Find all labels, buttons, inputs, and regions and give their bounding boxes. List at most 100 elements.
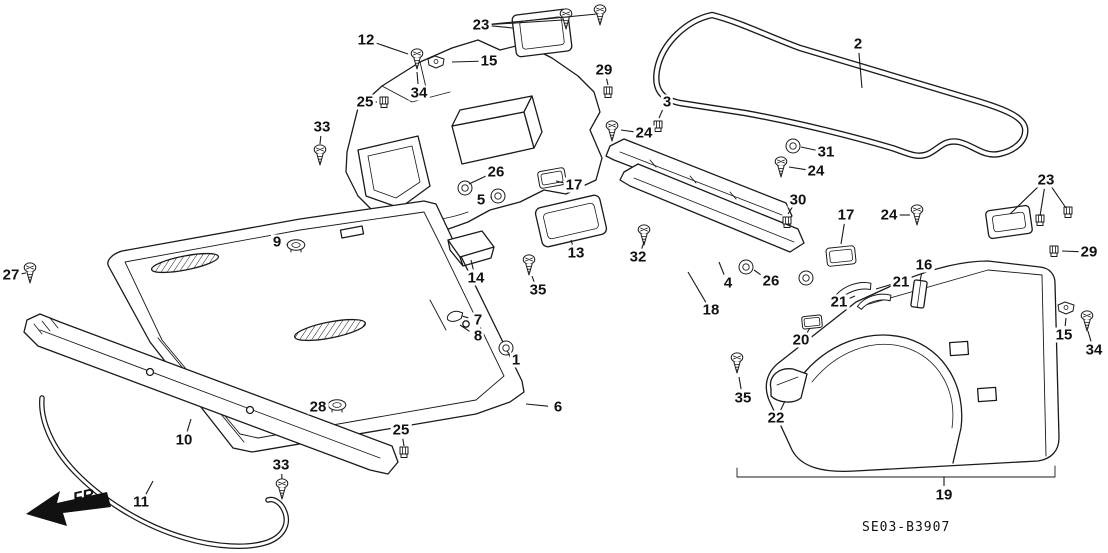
part-callout-15: 15 [478, 52, 500, 70]
part-callout-2: 2 [851, 35, 865, 53]
part-callout-27: 27 [0, 266, 22, 284]
part-callout-20: 20 [790, 331, 812, 349]
part-callout-34: 34 [1083, 341, 1105, 359]
part-callout-24: 24 [805, 162, 827, 180]
part-callout-32: 32 [627, 248, 649, 266]
leader-line [620, 129, 635, 133]
leader-line [145, 480, 154, 495]
trunk-seal-part [656, 15, 1025, 156]
leader-line [570, 239, 573, 245]
leader-line [468, 175, 488, 185]
part-callout-26: 26 [760, 272, 782, 290]
leader-line [780, 400, 786, 411]
leader-line [490, 25, 514, 29]
ring-icon [463, 321, 469, 327]
leader-line [1051, 187, 1067, 209]
leader-line [800, 146, 817, 151]
leader-line [806, 327, 811, 334]
part-callout-23: 23 [470, 16, 492, 34]
leader-line [490, 19, 564, 26]
part-callout-13: 13 [565, 244, 587, 262]
corner-piece-part [771, 369, 807, 402]
trunk-pad-part [534, 194, 607, 248]
leader-line [641, 241, 645, 249]
part-callout-19: 19 [933, 486, 955, 504]
leader-line [1009, 185, 1040, 215]
leader-line [787, 207, 793, 215]
leader-line [490, 196, 493, 199]
part-callout-33: 33 [270, 456, 292, 474]
part-callout-14: 14 [465, 269, 487, 287]
leader-line [1064, 317, 1067, 327]
part-callout-12: 12 [355, 31, 377, 49]
leader-line [20, 272, 27, 275]
leader-line [416, 71, 419, 85]
leader-line [919, 273, 923, 282]
part-callout-6: 6 [551, 398, 565, 416]
leader-line [461, 315, 469, 319]
small-box-part [448, 231, 494, 266]
part-callout-18: 18 [700, 301, 722, 319]
part-callout-28: 28 [307, 398, 329, 416]
leader-line [506, 350, 510, 354]
part-callout-8: 8 [471, 327, 485, 345]
leader-line [286, 243, 289, 246]
part-callout-10: 10 [173, 431, 195, 449]
leader-line [687, 271, 707, 303]
leader-line [319, 135, 322, 145]
part-callout-31: 31 [815, 143, 837, 161]
part-callout-34: 34 [408, 84, 430, 102]
leader-line [848, 295, 856, 300]
part-callout-5: 5 [474, 191, 488, 209]
part-callout-23: 23 [1035, 171, 1057, 189]
leader-line [875, 283, 892, 290]
right-pad-part [985, 205, 1032, 239]
leader-line [531, 275, 535, 282]
part-callout-7: 7 [471, 311, 485, 329]
leader-line [490, 13, 598, 25]
leader-line [186, 418, 192, 432]
leader-line [555, 180, 565, 184]
leader-line [738, 376, 742, 390]
leader-line [402, 438, 405, 447]
front-shelf-trim-part [24, 314, 398, 474]
rear-trim-strips-part [606, 139, 804, 252]
part-callout-4: 4 [721, 274, 735, 292]
leader-line [858, 52, 863, 89]
part-callout-1: 1 [509, 351, 523, 369]
part-callout-35: 35 [527, 281, 549, 299]
part-callout-24: 24 [633, 124, 655, 142]
weatherstrip-part [42, 398, 286, 546]
leader-line [1087, 330, 1092, 342]
leader-line [718, 261, 725, 275]
leader-line [525, 403, 549, 407]
part-callout-35: 35 [732, 389, 754, 407]
part-callout-11: 11 [131, 493, 151, 511]
part-callout-3: 3 [660, 93, 674, 111]
part-callout-29: 29 [1078, 243, 1100, 261]
part-callout-21: 21 [828, 293, 850, 311]
part-callout-25: 25 [354, 93, 376, 111]
part-callout-26: 26 [485, 163, 507, 181]
leader-line [658, 109, 664, 119]
part-callout-15: 15 [1053, 326, 1075, 344]
fr-arrow-icon [26, 491, 111, 526]
diagram-code: SE03-B3907 [862, 520, 951, 535]
leader-line [459, 324, 470, 332]
part-callout-16: 16 [913, 256, 935, 274]
leader-line [606, 78, 609, 86]
leader-line [788, 166, 807, 171]
leader-line [470, 259, 474, 270]
part-callout-17: 17 [563, 176, 585, 194]
part-callout-9: 9 [270, 233, 284, 251]
part-callout-17: 17 [835, 206, 857, 224]
leader-line [375, 42, 409, 55]
part-callout-30: 30 [787, 191, 809, 209]
right-side-lining-part [737, 261, 1059, 477]
side-strip-part [911, 280, 928, 309]
part-callout-33: 33 [311, 118, 333, 136]
part-callout-29: 29 [593, 61, 615, 79]
